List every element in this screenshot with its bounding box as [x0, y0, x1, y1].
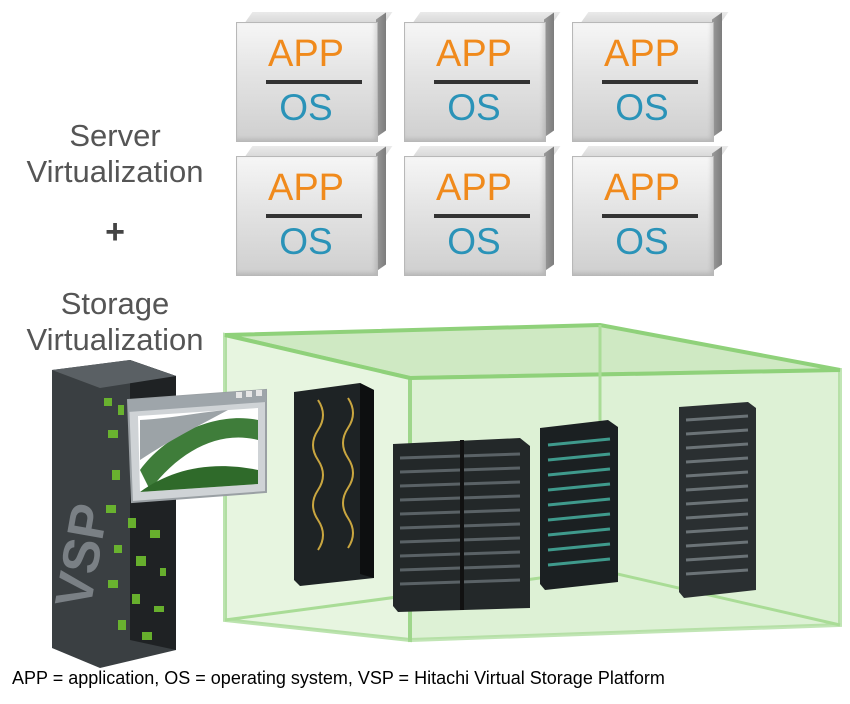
app-label: APP [435, 167, 513, 209]
os-label: OS [447, 87, 501, 128]
vm-box: APP OS [572, 12, 729, 142]
os-label: OS [615, 221, 669, 262]
vm-box: APP OS [404, 146, 561, 276]
plus-sign: + [105, 213, 125, 251]
os-label: OS [447, 221, 501, 262]
figure-caption: APP = application, OS = operating system… [12, 668, 665, 688]
app-label: APP [435, 33, 513, 75]
app-label: APP [267, 167, 345, 209]
storage-rack-2 [393, 438, 530, 612]
app-label: APP [603, 167, 681, 209]
vm-box: APP OS [572, 146, 729, 276]
storage-rack-4 [679, 402, 756, 598]
storage-virtualization-label: Storage Virtualization [26, 286, 204, 357]
vm-box: APP OS [404, 12, 561, 142]
vm-box: APP OS [236, 12, 393, 142]
os-label: OS [615, 87, 669, 128]
storage-rack-3 [540, 420, 618, 590]
server-virtualization-label: Server Virtualization [26, 118, 204, 189]
app-label: APP [267, 33, 345, 75]
management-window [126, 388, 267, 504]
os-label: OS [279, 87, 333, 128]
app-label: APP [603, 33, 681, 75]
storage-rack-1 [294, 383, 374, 586]
os-label: OS [279, 221, 333, 262]
vm-box: APP OS [236, 146, 393, 276]
